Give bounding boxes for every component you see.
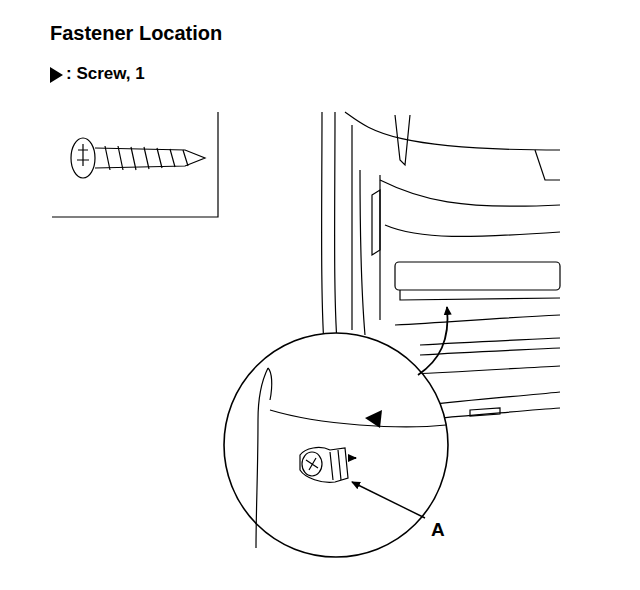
legend-text: : Screw, 1 <box>66 64 145 84</box>
detail-circle <box>224 333 448 557</box>
screw-inset <box>52 112 218 217</box>
screw-symbol <box>50 67 63 83</box>
callout-letter: A <box>431 519 445 541</box>
title: Fastener Location <box>50 22 222 45</box>
pointer-arrow <box>418 307 448 375</box>
detail-view <box>256 368 446 548</box>
leader-line <box>352 482 425 518</box>
